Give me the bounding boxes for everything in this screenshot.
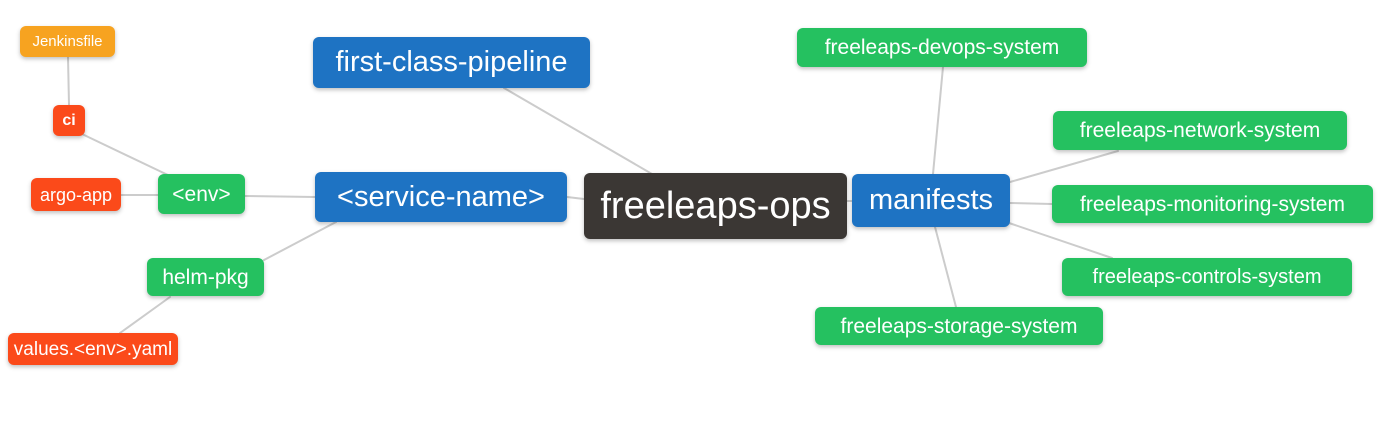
- node-env[interactable]: <env>: [158, 174, 245, 214]
- node-network-system[interactable]: freeleaps-network-system: [1053, 111, 1347, 150]
- node-monitoring-system[interactable]: freeleaps-monitoring-system: [1052, 185, 1373, 223]
- node-values-env-yaml[interactable]: values.<env>.yaml: [8, 333, 178, 365]
- node-helm-pkg[interactable]: helm-pkg: [147, 258, 264, 296]
- node-manifests[interactable]: manifests: [852, 174, 1010, 227]
- node-storage-system[interactable]: freeleaps-storage-system: [815, 307, 1103, 345]
- node-freeleaps-ops[interactable]: freeleaps-ops: [584, 173, 847, 239]
- node-controls-system[interactable]: freeleaps-controls-system: [1062, 258, 1352, 296]
- node-first-class-pipeline[interactable]: first-class-pipeline: [313, 37, 590, 88]
- node-devops-system[interactable]: freeleaps-devops-system: [797, 28, 1087, 67]
- node-jenkinsfile[interactable]: Jenkinsfile: [20, 26, 115, 57]
- node-service-name[interactable]: <service-name>: [315, 172, 567, 222]
- node-argo-app[interactable]: argo-app: [31, 178, 121, 211]
- node-ci[interactable]: ci: [53, 105, 85, 136]
